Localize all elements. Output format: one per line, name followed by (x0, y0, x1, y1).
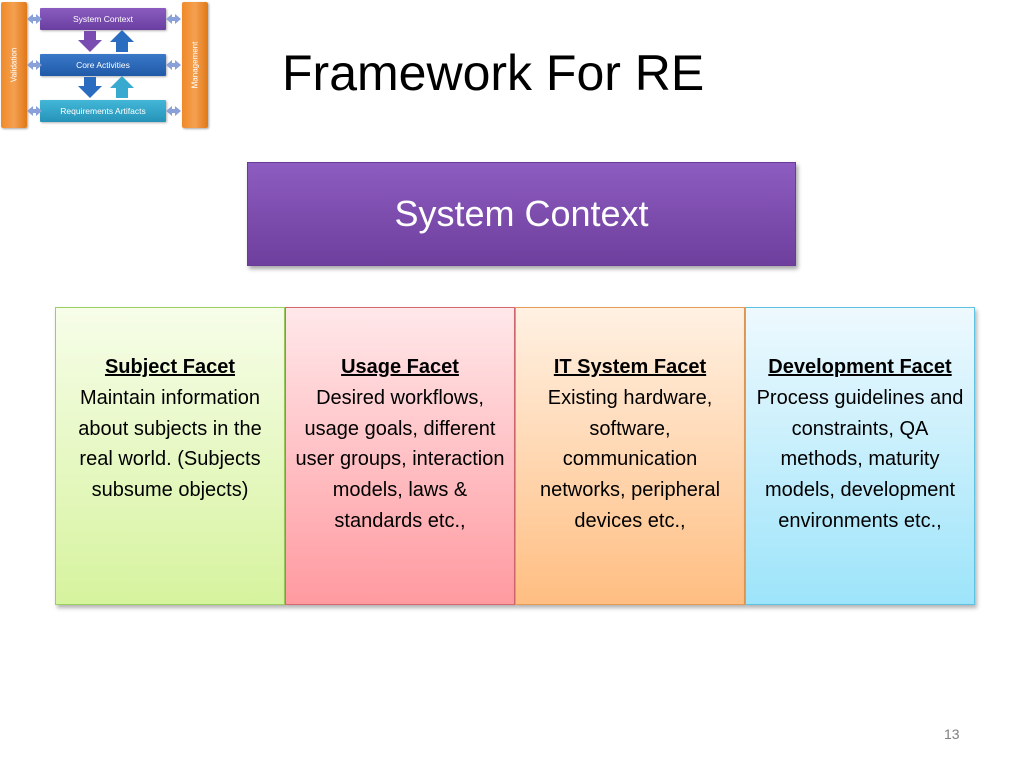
facet-body: Maintain information about subjects in t… (78, 386, 262, 502)
it-system-facet-box: IT System Facet Existing hardware, softw… (515, 307, 745, 605)
facet-body: Existing hardware, software, communicati… (539, 386, 721, 532)
system-context-box: System Context (247, 162, 796, 266)
mini-arrows (27, 14, 181, 116)
usage-facet-box: Usage Facet Desired workflows, usage goa… (285, 307, 515, 605)
down-arrow-icon (78, 77, 102, 98)
development-facet-box: Development Facet Process guidelines and… (745, 307, 975, 605)
management-bar: Management (182, 2, 208, 128)
validation-bar: Validation (1, 2, 27, 128)
page-number: 13 (944, 726, 960, 742)
down-arrow-icon (78, 31, 102, 52)
mini-requirements-artifacts-box: Requirements Artifacts (40, 100, 166, 122)
mini-core-activities-box: Core Activities (40, 54, 166, 76)
double-arrow-icon (27, 14, 181, 116)
mini-framework-diagram: Validation Management System Context Cor… (0, 0, 210, 132)
facet-body: Process guidelines and constraints, QA m… (756, 386, 964, 532)
facet-heading: IT System Facet (553, 356, 707, 378)
facet-body: Desired workflows, usage goals, differen… (295, 386, 505, 532)
up-arrow-icon (110, 76, 134, 98)
up-arrow-icon (110, 30, 134, 52)
subject-facet-box: Subject Facet Maintain information about… (55, 307, 285, 605)
facet-heading: Subject Facet (104, 356, 236, 378)
facet-heading: Development Facet (768, 356, 952, 378)
mini-system-context-box: System Context (40, 8, 166, 30)
facet-heading: Usage Facet (341, 356, 459, 378)
slide-title: Framework For RE (282, 45, 705, 101)
